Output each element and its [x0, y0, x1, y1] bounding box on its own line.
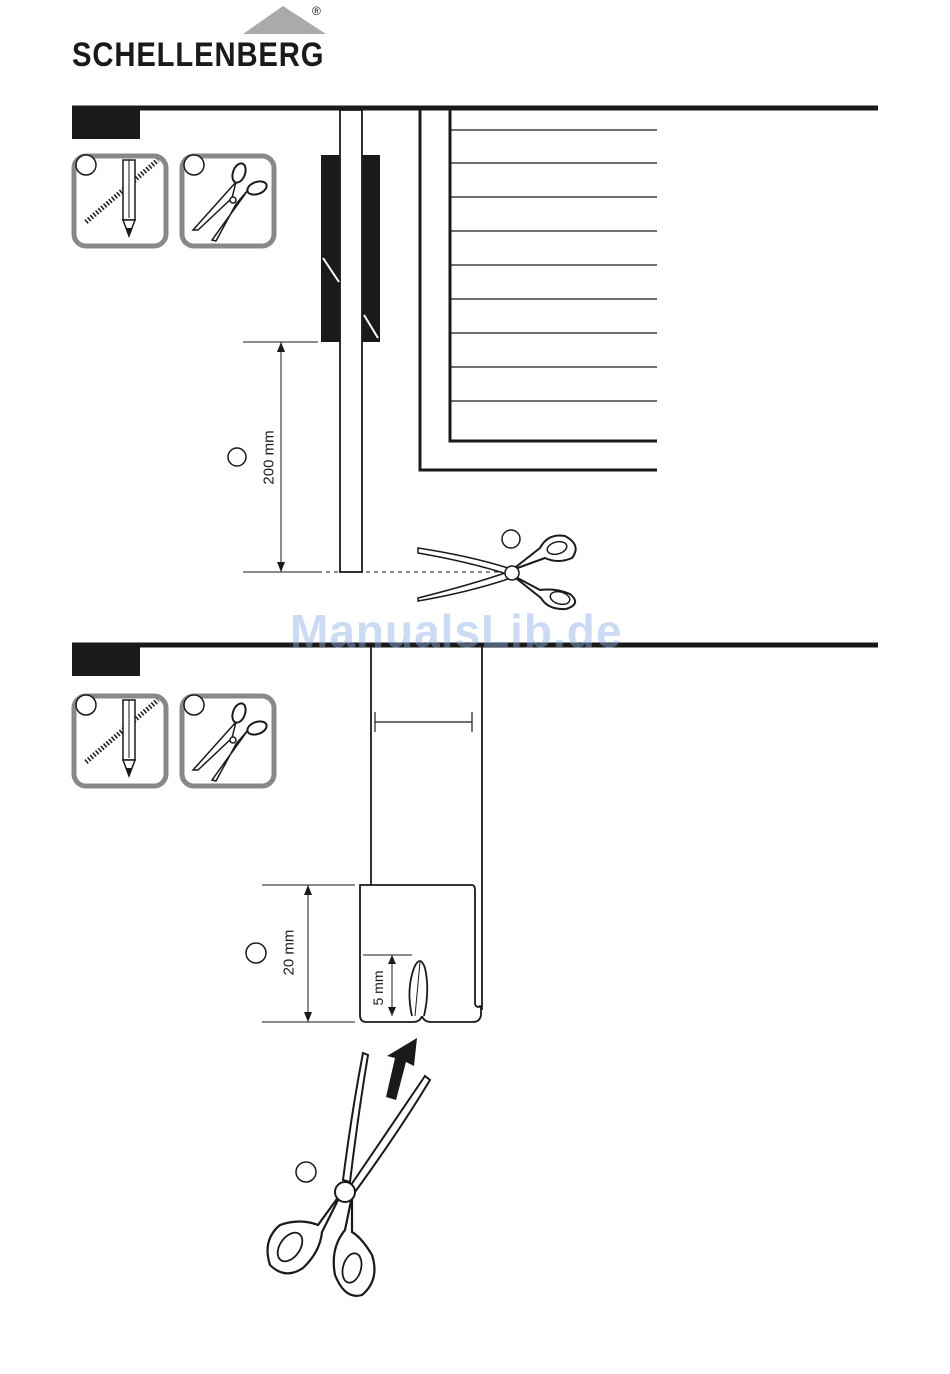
dimension-20mm	[246, 885, 355, 1022]
step-number-block	[72, 645, 140, 676]
dimension-20mm-label: 20 mm	[281, 918, 298, 988]
scissors-icon	[182, 695, 274, 786]
fence-panel	[420, 110, 657, 470]
measure-pencil-icon	[74, 155, 166, 246]
scissors-icon	[182, 155, 274, 246]
brand-logo-text: SCHELLENBERG	[72, 36, 324, 75]
scissors-icon	[268, 1053, 430, 1296]
step-number-block	[72, 108, 140, 139]
section-1-header	[72, 108, 878, 139]
measure-pencil-icon	[74, 695, 166, 786]
watermark-text: ManualsLib.de	[290, 604, 622, 658]
post-with-clamp	[321, 110, 380, 572]
dimension-200mm-label: 200 mm	[261, 418, 278, 498]
scissors-icon	[418, 530, 576, 609]
registered-mark: ®	[312, 4, 321, 18]
arrow-up-icon	[386, 1038, 417, 1100]
dimension-5mm-label: 5 mm	[370, 958, 386, 1018]
